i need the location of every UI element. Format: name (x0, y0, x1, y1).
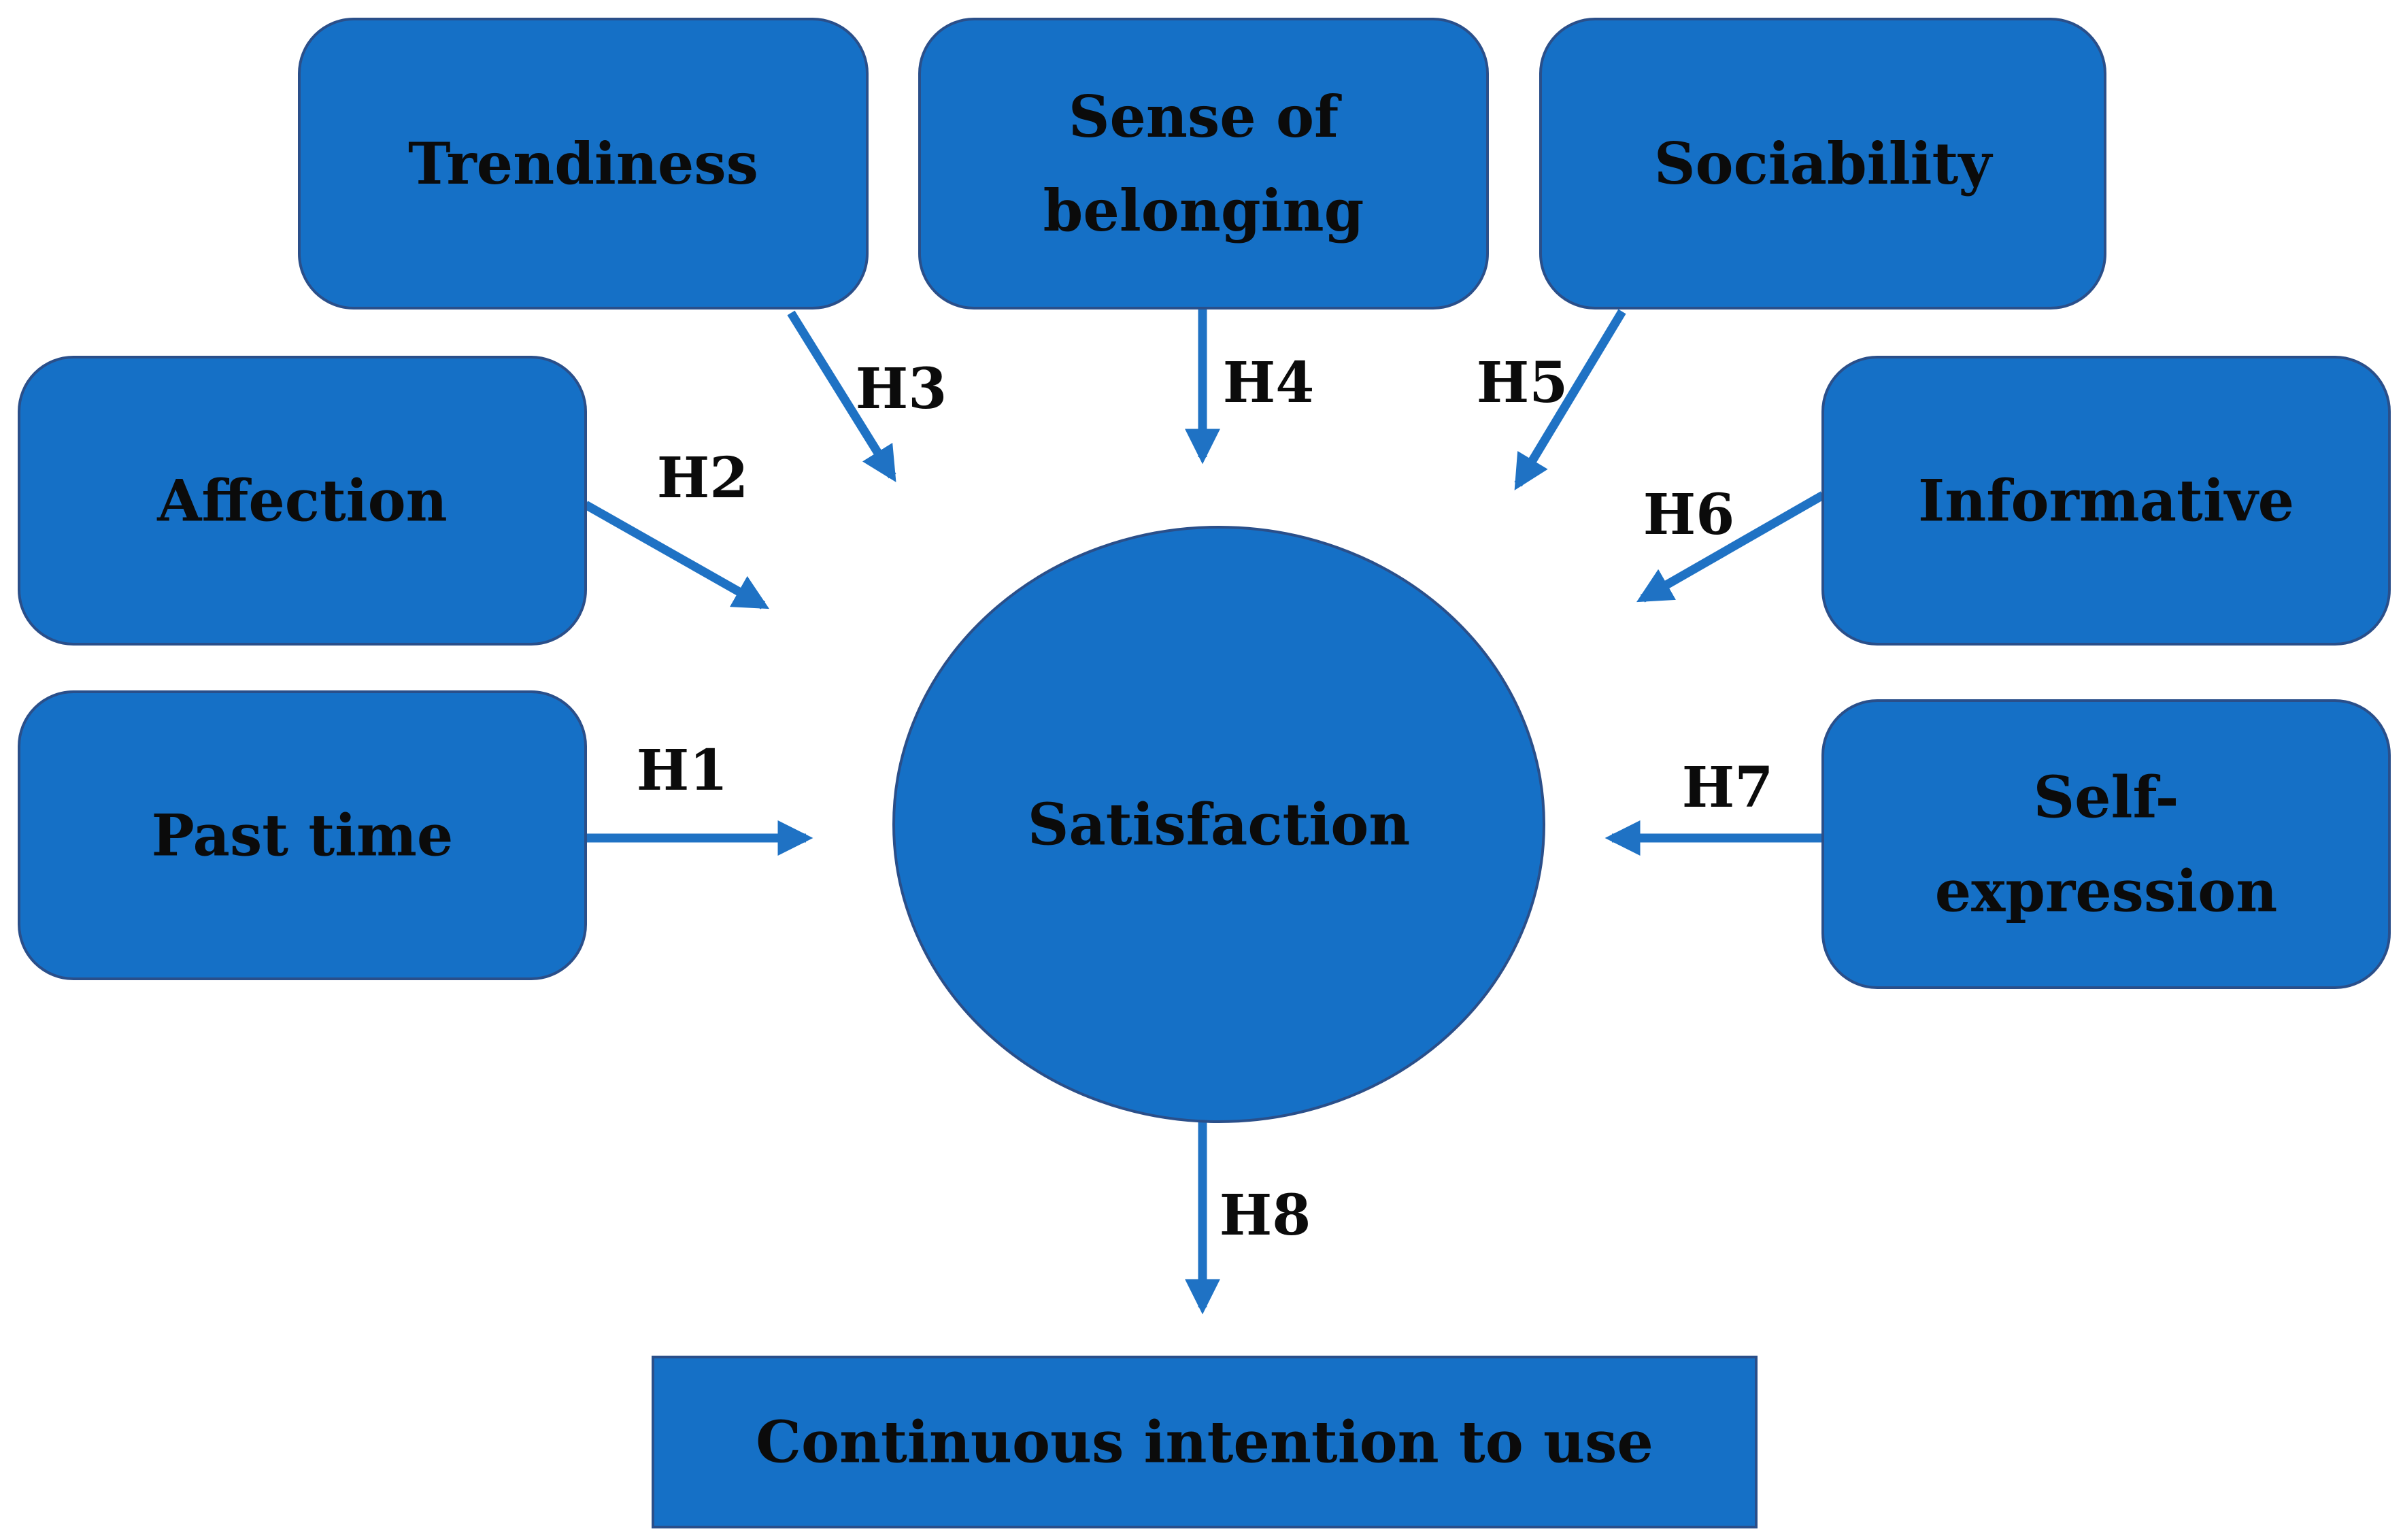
arrow-label-h6: H6 (1643, 482, 1735, 548)
arrow-h5 (1514, 309, 1626, 490)
node-shape (18, 690, 587, 980)
node-label: Sense of (1069, 83, 1342, 150)
node-belonging: Sense of belonging (918, 18, 1489, 309)
node-label: Informative (1918, 467, 2294, 535)
node-trendiness: Trendiness (298, 18, 869, 309)
node-sociability: Sociability (1539, 18, 2106, 309)
node-label: Past time (152, 802, 454, 869)
node-label: Trendiness (408, 130, 758, 197)
nodes-layer: Trendiness Sense of belonging SociabilityAf… (18, 18, 2391, 1528)
node-label: belonging (1043, 177, 1364, 244)
node-affection: Affection (18, 356, 587, 646)
node-label: expression (1935, 858, 2278, 925)
arrow-label-h7: H7 (1682, 755, 1774, 820)
node-continuous: Continuous intention to use (652, 1356, 1758, 1528)
node-shape (1821, 699, 2391, 989)
node-label: Affection (156, 467, 448, 535)
node-self-expression: Self-expression (1821, 699, 2391, 989)
arrow-label-h2: H2 (657, 446, 749, 511)
arrow-label-h8: H8 (1220, 1183, 1311, 1248)
node-shape (298, 18, 869, 309)
arrows-layer (583, 308, 1826, 1315)
node-informative: Informative (1821, 356, 2391, 646)
node-shape (652, 1356, 1758, 1528)
node-label: Continuous intention to use (756, 1409, 1653, 1476)
arrow-label-h5: H5 (1477, 350, 1568, 416)
arrow-h3 (787, 310, 896, 482)
node-label: Satisfaction (1028, 791, 1411, 858)
arrow-h2 (583, 501, 770, 609)
node-shape (1821, 356, 2391, 646)
node-label: Sociability (1654, 130, 1993, 197)
node-shape (892, 526, 1545, 1123)
arrow-label-h3: H3 (856, 356, 947, 422)
node-shape (918, 18, 1489, 309)
node-shape (1539, 18, 2106, 309)
node-label: Self- (2033, 764, 2179, 831)
arrow-h6 (1636, 491, 1826, 603)
arrow-label-h1: H1 (637, 738, 728, 803)
arrow-label-h4: H4 (1223, 350, 1315, 416)
node-past-time: Past time (18, 690, 587, 980)
node-satisfaction: Satisfaction (892, 526, 1545, 1123)
node-shape (18, 356, 587, 646)
